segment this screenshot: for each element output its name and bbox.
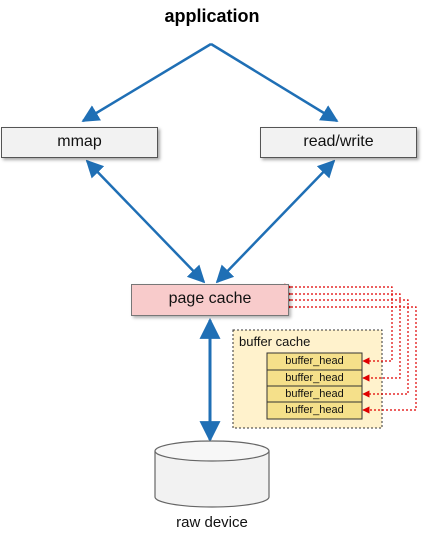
application-title: application — [164, 6, 260, 26]
arrow-mmap-page-cache — [85, 159, 206, 284]
buffer-head-label: buffer_head — [285, 404, 344, 416]
mmap-label: mmap — [57, 133, 102, 150]
buffer-cache-label: buffer cache — [239, 334, 311, 349]
read-write-label: read/write — [303, 133, 374, 150]
buffer-head-link-1 — [284, 283, 393, 365]
raw-device-label: raw device — [176, 514, 248, 531]
buffer-head-label: buffer_head — [285, 355, 344, 367]
buffer-head-link-3 — [284, 296, 409, 398]
page-cache-label: page cache — [168, 290, 252, 307]
buffer-head-link-4 — [284, 303, 417, 414]
arrow-application-to-read-write — [210, 42, 339, 123]
arrow-read-write-page-cache — [215, 159, 336, 284]
raw-device-cylinder — [154, 440, 270, 508]
page-cache-box — [131, 284, 289, 316]
buffer-head-links — [284, 283, 417, 414]
arrow-application-to-mmap — [81, 42, 212, 123]
buffer-head-label: buffer_head — [285, 372, 344, 384]
buffer-head-label: buffer_head — [285, 388, 344, 400]
read-write-box — [260, 127, 417, 158]
mmap-box — [1, 127, 158, 158]
